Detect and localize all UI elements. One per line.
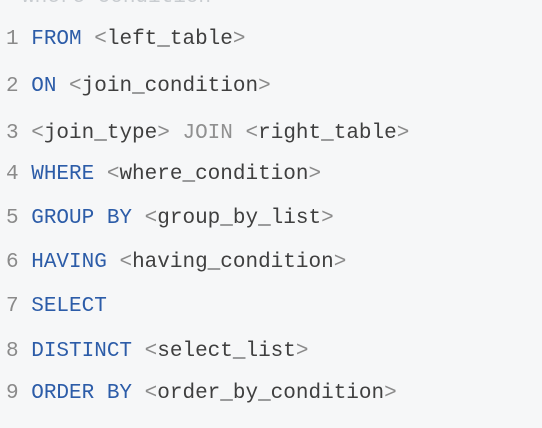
- line-number: 1: [6, 28, 19, 51]
- sql-placeholder: left_table: [106, 28, 233, 51]
- sql-placeholder: right_table: [258, 122, 397, 145]
- line-number: 3: [6, 122, 19, 145]
- sql-keyword: ORDER BY: [31, 382, 133, 405]
- sql-placeholder: order_by_condition: [157, 382, 385, 405]
- code-line-4: 4 WHERE <where_condition>: [6, 163, 322, 186]
- sql-placeholder: group_by_list: [157, 207, 322, 230]
- sql-placeholder: join_condition: [81, 75, 259, 98]
- code-line-7: 7 SELECT: [6, 292, 107, 322]
- sql-keyword: ON: [31, 75, 57, 98]
- sql-keyword: GROUP BY: [31, 207, 133, 230]
- code-line-3: 3 <join_type> JOIN <right_table>: [6, 122, 410, 145]
- sql-placeholder: having_condition: [132, 251, 334, 274]
- sql-keyword: HAVING: [31, 251, 107, 274]
- sql-keyword: JOIN: [182, 122, 233, 145]
- sql-keyword: WHERE: [31, 163, 95, 186]
- line-number: 5: [6, 207, 19, 230]
- partial-previous-line: where condition: [22, 0, 211, 9]
- line-number: 9: [6, 382, 19, 405]
- sql-placeholder: join_type: [43, 122, 158, 145]
- code-line-1: 1 FROM <left_table>: [6, 28, 246, 51]
- line-number: 6: [6, 251, 19, 274]
- sql-keyword: FROM: [31, 28, 82, 51]
- sql-placeholder: where_condition: [119, 163, 309, 186]
- line-number: 4: [6, 163, 19, 186]
- sql-keyword: SELECT: [31, 295, 107, 318]
- sql-keyword: DISTINCT: [31, 340, 133, 363]
- code-line-9: 9 ORDER BY <order_by_condition>: [6, 382, 397, 405]
- code-line-8: 8 DISTINCT <select_list>: [6, 340, 309, 363]
- code-line-2: 2 ON <join_condition>: [6, 75, 271, 98]
- code-line-5: 5 GROUP BY <group_by_list>: [6, 207, 334, 230]
- line-number: 7: [6, 295, 19, 318]
- code-line-6: 6 HAVING <having_condition>: [6, 251, 347, 274]
- sql-placeholder: select_list: [157, 340, 296, 363]
- line-number: 8: [6, 340, 19, 363]
- line-number: 2: [6, 75, 19, 98]
